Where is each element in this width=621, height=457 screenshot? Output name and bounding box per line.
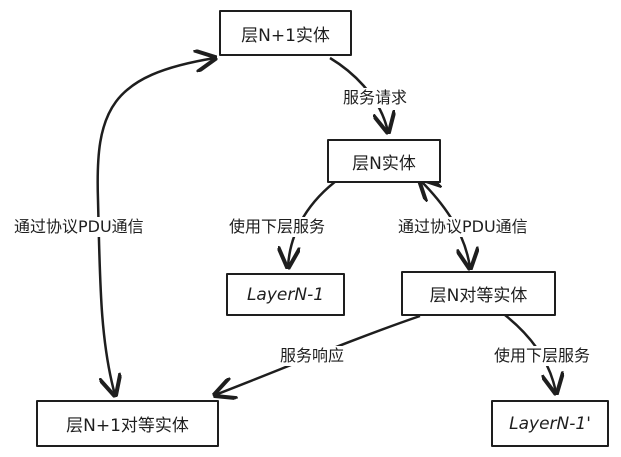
edge-label-use-lower-left: 使用下层服务 — [227, 217, 328, 237]
node-layer-n: 层N实体 — [327, 139, 441, 183]
edge-label-use-lower-right: 使用下层服务 — [492, 346, 593, 366]
edge-label-pdu-right: 通过协议PDU通信 — [396, 217, 530, 237]
arrow-service-request — [329, 56, 388, 132]
node-label: 层N+1对等实体 — [66, 416, 189, 436]
node-label: 层N+1实体 — [241, 25, 330, 46]
edge-label-pdu-left: 通过协议PDU通信 — [12, 217, 146, 237]
edge-label-service-request: 服务请求 — [341, 88, 410, 108]
node-layer-n-peer: 层N对等实体 — [401, 271, 556, 316]
node-layer-n-plus-1-peer: 层N+1对等实体 — [36, 400, 219, 447]
arrow-pdu-left — [96, 58, 215, 395]
node-label: LayerN-1 — [246, 284, 325, 305]
node-layer-n-minus-1: LayerN-1 — [226, 273, 345, 316]
node-label: LayerN-1' — [509, 413, 591, 434]
node-layer-n-minus-1-prime: LayerN-1' — [491, 400, 609, 447]
edge-label-service-response: 服务响应 — [278, 346, 347, 366]
node-layer-n-plus-1: 层N+1实体 — [219, 10, 352, 56]
node-label: 层N对等实体 — [429, 286, 528, 306]
node-label: 层N实体 — [352, 153, 416, 174]
arrow-use-lower-left — [288, 176, 341, 267]
